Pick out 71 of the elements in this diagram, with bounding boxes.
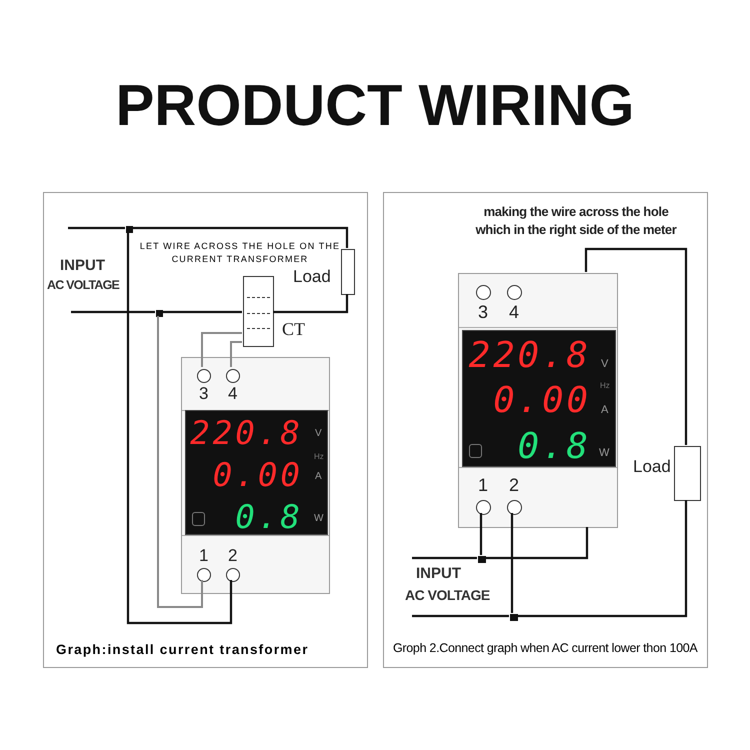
display-screen bbox=[462, 330, 616, 467]
terminal-circle bbox=[476, 285, 491, 300]
terminal-number: 4 bbox=[228, 384, 238, 404]
meter-body bbox=[458, 273, 618, 528]
terminal-number: 2 bbox=[509, 475, 520, 496]
current-transformer bbox=[243, 276, 274, 347]
unit-label: W bbox=[599, 447, 610, 459]
unit-label: Hz bbox=[314, 452, 324, 461]
digit-readout: 0.8 bbox=[518, 426, 591, 467]
input-label: INPUT bbox=[60, 257, 105, 274]
unit-label: A bbox=[315, 471, 322, 482]
title-heading: PRODUCT WIRING bbox=[114, 72, 636, 139]
wire bbox=[517, 500, 688, 618]
terminal-circle bbox=[226, 568, 240, 582]
wire-junction bbox=[126, 226, 133, 233]
terminal-circle bbox=[507, 285, 522, 300]
diagram-panel bbox=[43, 192, 368, 668]
input-label: INPUT bbox=[416, 565, 461, 582]
wire-junction bbox=[510, 614, 518, 621]
wire bbox=[71, 310, 155, 314]
wire bbox=[412, 556, 477, 560]
caption-text: Groph 2.Connect graph when AC current lower thon 100A bbox=[393, 641, 698, 655]
input-label: AC VOLTAGE bbox=[47, 278, 120, 292]
digit-readout: 220.8 bbox=[468, 334, 591, 376]
unit-label: A bbox=[601, 404, 608, 416]
wire bbox=[412, 614, 509, 618]
ct-label: CT bbox=[282, 319, 306, 340]
wire bbox=[485, 527, 588, 560]
unit-label: V bbox=[315, 428, 322, 439]
wire bbox=[132, 226, 348, 248]
wire bbox=[510, 513, 514, 613]
meter-body bbox=[181, 357, 330, 594]
terminal-circle bbox=[197, 369, 211, 383]
wire bbox=[480, 513, 482, 555]
wire bbox=[162, 310, 242, 314]
instruction-note: LET WIRE ACROSS THE HOLE ON THE CURRENT TRANSFORMER bbox=[138, 240, 342, 266]
terminal-circle bbox=[226, 369, 240, 383]
wire bbox=[68, 226, 125, 230]
terminal-number: 1 bbox=[199, 546, 208, 566]
terminal-circle bbox=[507, 500, 522, 515]
wire bbox=[201, 332, 242, 367]
digit-readout: 0.00 bbox=[212, 456, 303, 494]
wire bbox=[584, 248, 688, 445]
terminal-number: 1 bbox=[478, 475, 488, 496]
terminal-number: 2 bbox=[228, 546, 238, 566]
wire-junction bbox=[478, 556, 486, 563]
terminal-circle bbox=[197, 568, 211, 582]
wire bbox=[157, 316, 203, 608]
terminal-number: 4 bbox=[509, 302, 520, 323]
terminal-number: 3 bbox=[199, 384, 208, 404]
load-label: Load bbox=[293, 267, 331, 287]
terminal-circle bbox=[476, 500, 491, 515]
input-label: AC VOLTAGE bbox=[405, 587, 490, 603]
digit-readout: 0.00 bbox=[493, 380, 591, 422]
digit-readout: 220.8 bbox=[190, 414, 303, 452]
unit-label: Hz bbox=[600, 381, 610, 390]
wire-junction bbox=[156, 310, 163, 317]
terminal-number: 3 bbox=[478, 302, 488, 323]
load-resistor bbox=[674, 446, 701, 501]
load-label: Load bbox=[633, 457, 671, 477]
caption-text: Graph:install current transformer bbox=[56, 642, 309, 657]
instruction-note: making the wire across the hole which in the right side of the meter bbox=[474, 203, 678, 239]
load-resistor bbox=[341, 249, 355, 295]
wire bbox=[230, 341, 242, 367]
display-screen bbox=[185, 410, 328, 535]
wire bbox=[126, 232, 232, 624]
wire bbox=[273, 294, 348, 314]
digit-readout: 0.8 bbox=[235, 498, 303, 536]
diagram-panel bbox=[383, 192, 708, 668]
unit-label: V bbox=[601, 358, 608, 370]
unit-label: W bbox=[314, 513, 324, 524]
